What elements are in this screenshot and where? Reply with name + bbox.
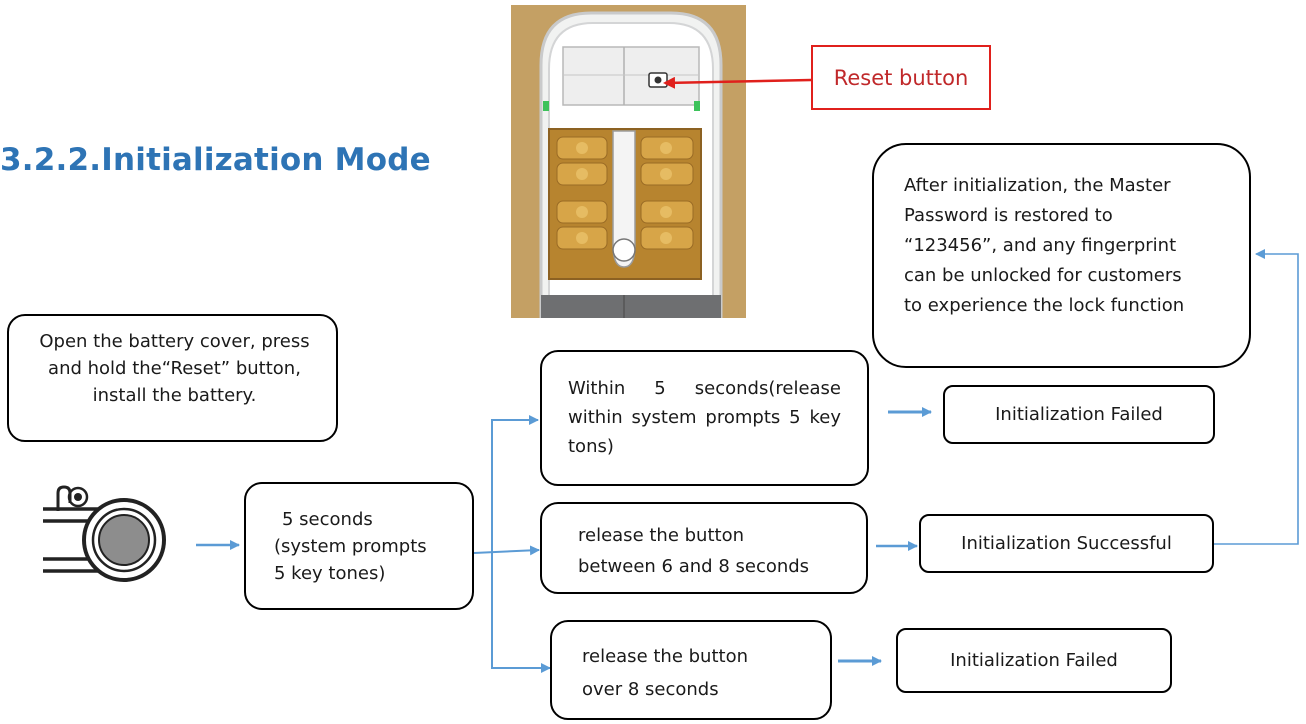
finger-press-button-icon <box>43 485 166 582</box>
arrow-to-between <box>473 545 540 556</box>
reset-button-callout: Reset button <box>811 45 991 110</box>
between-line-1: release the button <box>578 525 744 546</box>
step-five-seconds: 5 seconds (system prompts 5 key tones) <box>244 482 474 610</box>
info-line-5: to experience the lock function <box>904 295 1185 316</box>
result-failed-bottom-text: Initialization Failed <box>950 650 1118 671</box>
callout-label: Reset button <box>833 65 969 90</box>
over-line-2: over 8 seconds <box>582 679 719 700</box>
lock-battery-compartment-photo <box>511 5 746 318</box>
result-failed-bottom: Initialization Failed <box>896 628 1172 693</box>
arrow-to-within <box>491 415 539 553</box>
step-within-5-seconds: Within 5 seconds(release within system p… <box>540 350 869 486</box>
after-initialization-info: After initialization, the Master Passwor… <box>872 143 1251 368</box>
step-open-cover: Open the battery cover, press and hold t… <box>7 314 338 442</box>
within-5-text: Within 5 seconds(release within system p… <box>568 378 841 457</box>
section-title: 3.2.2.Initialization Mode <box>0 142 431 178</box>
info-line-4: can be unlocked for customers <box>904 265 1182 286</box>
result-success: Initialization Successful <box>919 514 1214 573</box>
arrow-success-to-info <box>1212 249 1299 545</box>
step-open-cover-text: Open the battery cover, press and hold t… <box>39 331 310 406</box>
step-between-6-8: release the button between 6 and 8 secon… <box>540 502 868 594</box>
five-seconds-line-3: 5 key tones) <box>274 563 386 584</box>
step-over-8: release the button over 8 seconds <box>550 620 832 720</box>
info-line-2: Password is restored to <box>904 205 1113 226</box>
result-failed-top-text: Initialization Failed <box>995 404 1163 425</box>
result-success-text: Initialization Successful <box>961 533 1172 554</box>
result-failed-top: Initialization Failed <box>943 385 1215 444</box>
info-line-3: “123456”, and any fingerprint <box>904 235 1177 256</box>
between-line-2: between 6 and 8 seconds <box>578 556 810 577</box>
arrow-to-over <box>491 553 551 673</box>
over-line-1: release the button <box>582 646 748 667</box>
callout-arrow <box>663 76 812 89</box>
info-line-1: After initialization, the Master <box>904 175 1171 196</box>
five-seconds-line-2: (system prompts <box>274 536 427 557</box>
five-seconds-line-1: 5 seconds <box>282 509 373 530</box>
